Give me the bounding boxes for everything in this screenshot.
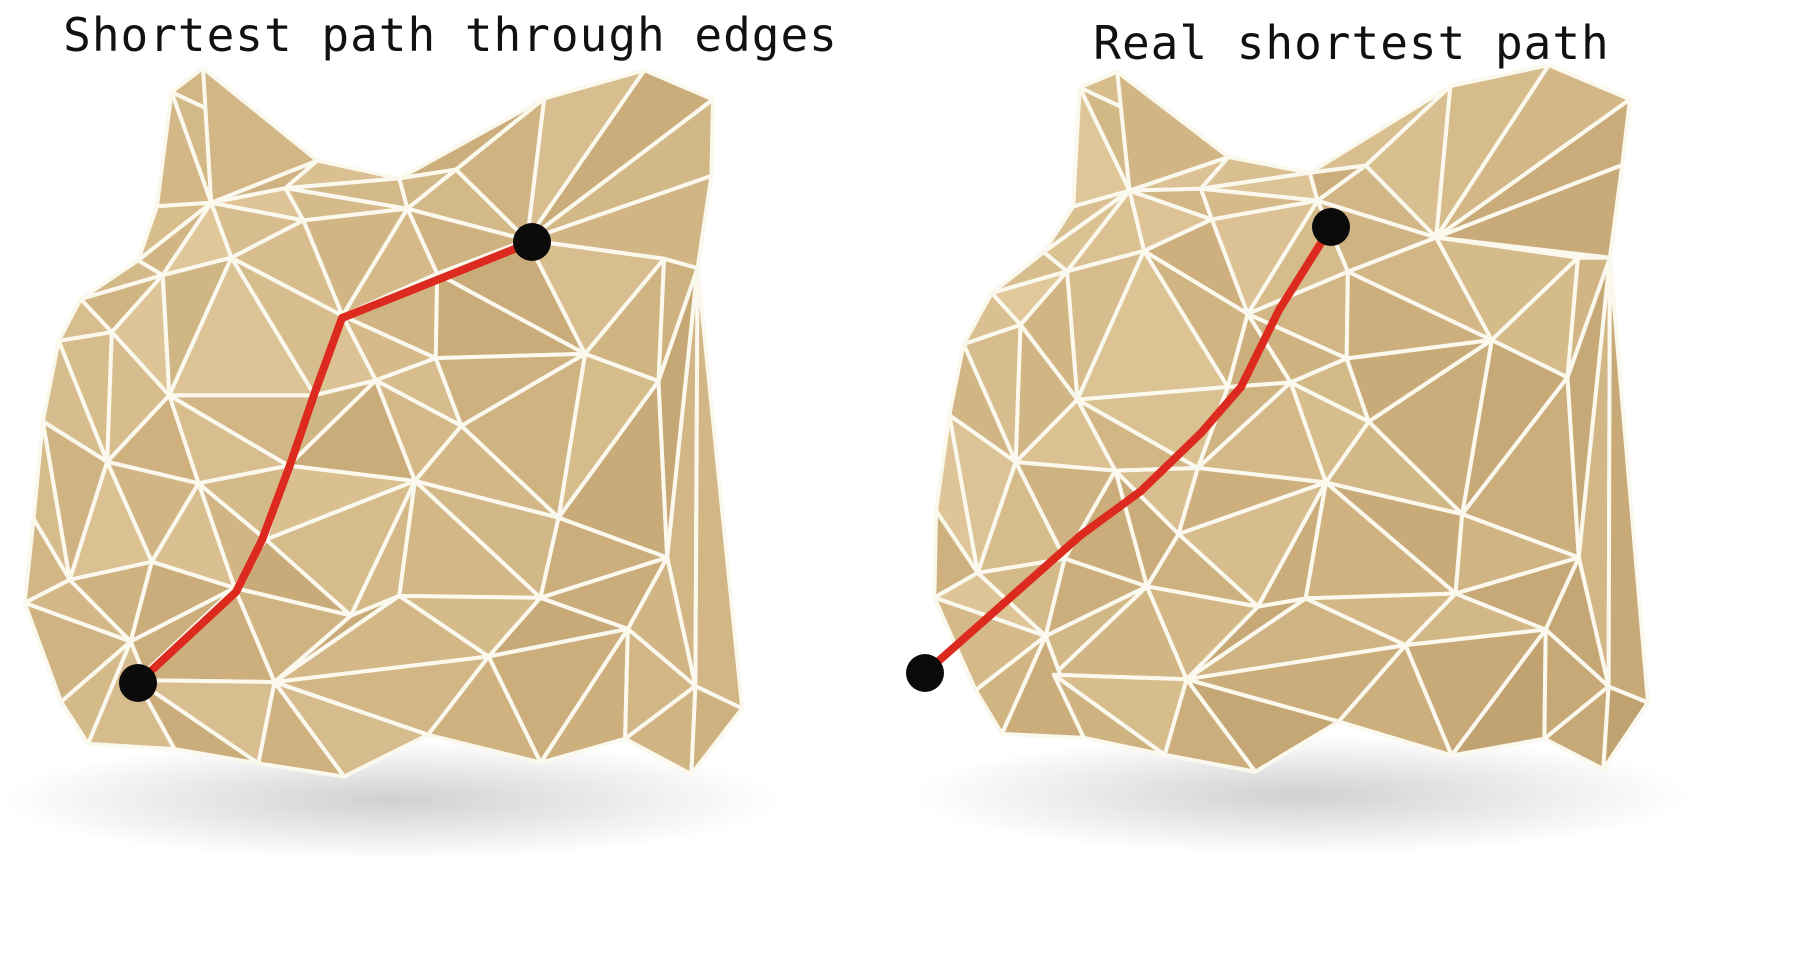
left-panel-title: Shortest path through edges (63, 8, 838, 62)
right-panel-title: Real shortest path (1093, 16, 1610, 70)
right-end-point (1312, 208, 1350, 246)
left-ground-shadow (0, 740, 780, 860)
right-ground-shadow (911, 735, 1691, 855)
left-panel: Shortest path through edges (0, 8, 838, 860)
right-mesh-faces (932, 63, 1651, 774)
right-mesh-face (1606, 255, 1651, 705)
left-mesh-figure (0, 66, 780, 860)
right-mesh-figure (906, 63, 1691, 855)
right-panel: Real shortest path (901, 0, 1802, 980)
left-mesh-faces (22, 66, 745, 779)
left-shortest-path (134, 238, 536, 687)
left-mesh-face (134, 678, 261, 766)
right-mesh-face (1184, 677, 1341, 774)
right-shortest-path (921, 223, 1335, 677)
left-mesh-face (693, 266, 745, 711)
right-mesh-face (1051, 672, 1167, 757)
left-mesh-face (272, 680, 431, 779)
left-end-point (513, 223, 551, 261)
right-start-point (906, 654, 944, 692)
left-start-point (119, 664, 157, 702)
